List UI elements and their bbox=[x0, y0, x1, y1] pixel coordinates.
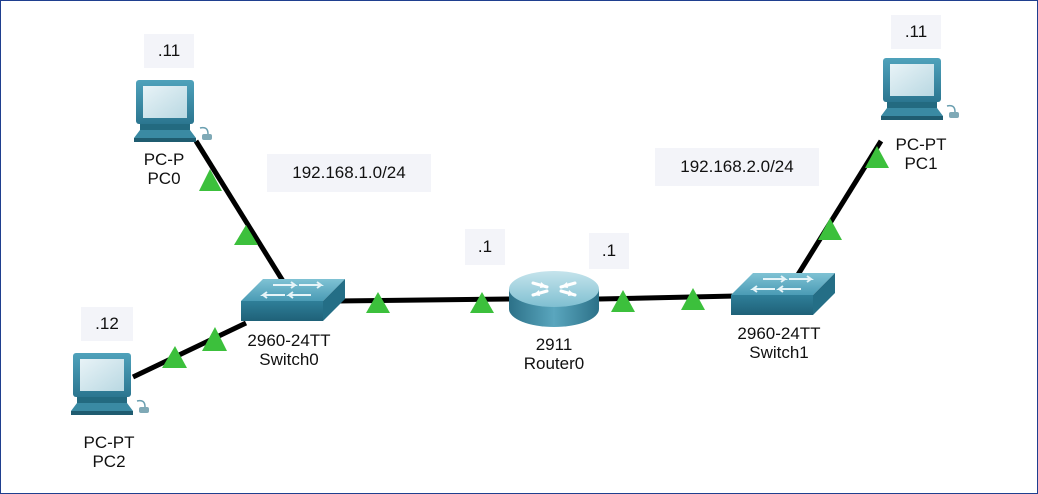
switch0-name: Switch0 bbox=[259, 350, 319, 369]
router0-name: Router0 bbox=[523, 354, 585, 373]
link-up-indicator bbox=[865, 146, 889, 168]
pc2-icon bbox=[71, 353, 149, 415]
pc2-label: PC-PT PC2 bbox=[69, 433, 149, 471]
router-right-ip-label: .1 bbox=[589, 233, 629, 269]
pc0-icon bbox=[134, 80, 212, 142]
router-left-ip-label: .1 bbox=[465, 229, 505, 265]
link-up-indicator bbox=[202, 327, 227, 351]
pc0-name: PC0 bbox=[147, 169, 181, 188]
switch1-icon bbox=[731, 273, 835, 315]
router0-label: 2911 Router0 bbox=[504, 335, 604, 373]
pc2-ip-label: .12 bbox=[81, 307, 133, 341]
link-up-indicator bbox=[470, 292, 494, 313]
switch1-label: 2960-24TT Switch1 bbox=[729, 324, 829, 362]
pc0-ip-label: .11 bbox=[144, 34, 194, 68]
pc1-model: PC-PT bbox=[895, 135, 947, 154]
pc1-icon bbox=[881, 58, 959, 120]
link-up-indicator bbox=[681, 288, 705, 310]
pc0-model: PC-P bbox=[143, 150, 185, 169]
network-right-label: 192.168.2.0/24 bbox=[655, 148, 819, 186]
router0-model: 2911 bbox=[535, 335, 573, 354]
network-left-label: 192.168.1.0/24 bbox=[267, 154, 431, 192]
switch1-name: Switch1 bbox=[749, 343, 809, 362]
pc2-model: PC-PT bbox=[83, 433, 135, 452]
pc0-label: PC-P PC0 bbox=[131, 150, 197, 188]
switch0-model: 2960-24TT bbox=[247, 331, 331, 350]
switch0-label: 2960-24TT Switch0 bbox=[239, 331, 339, 369]
pc1-ip-label: .11 bbox=[891, 15, 941, 49]
link-status-indicators bbox=[162, 146, 889, 368]
link-pc2-switch0 bbox=[131, 320, 248, 380]
link-pc0-switch0 bbox=[193, 139, 289, 288]
pc2-name: PC2 bbox=[92, 452, 126, 471]
pc1-name: PC1 bbox=[904, 154, 938, 173]
link-up-indicator bbox=[199, 169, 222, 191]
link-up-indicator bbox=[818, 218, 842, 240]
link-up-indicator bbox=[611, 290, 635, 312]
pc1-label: PC-PT PC1 bbox=[881, 135, 961, 173]
switch1-model: 2960-24TT bbox=[737, 324, 821, 343]
link-up-indicator bbox=[162, 346, 187, 368]
router0-icon bbox=[509, 271, 599, 327]
link-up-indicator bbox=[366, 292, 390, 313]
link-switch1-pc1 bbox=[791, 139, 884, 283]
switch0-icon bbox=[241, 279, 345, 321]
link-up-indicator bbox=[234, 225, 258, 245]
